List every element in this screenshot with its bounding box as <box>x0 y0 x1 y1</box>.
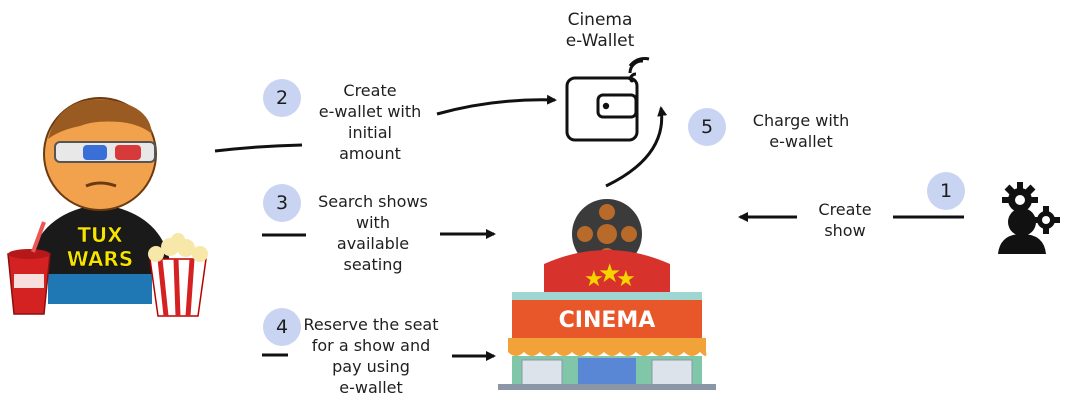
step-3-label: Search shows with available seating <box>318 192 428 274</box>
step-5-badge: 5 <box>688 108 726 146</box>
cinema-building-icon: ★ ★ ★ CINEMA <box>498 199 716 390</box>
step-3-badge: 3 <box>263 184 301 222</box>
svg-text:★: ★ <box>598 259 621 289</box>
step5-arrow <box>605 106 668 188</box>
shirt-text-line-1: TUX <box>77 223 123 247</box>
wallet-title: Cinema e-Wallet <box>565 10 635 51</box>
step-4-badge: 4 <box>263 308 301 346</box>
step-1-label: Create show <box>818 200 872 240</box>
shirt-text-line-2: WARS <box>67 247 133 271</box>
step-2-badge: 2 <box>263 79 301 117</box>
wallet-wifi-icon <box>565 57 650 142</box>
svg-text:★: ★ <box>616 267 636 292</box>
tux-wars-moviegoer-icon: TUX WARS <box>7 97 208 317</box>
step2-arrow <box>436 94 557 116</box>
step-5-label: Charge with e-wallet <box>752 111 850 151</box>
cinema-sign-text: CINEMA <box>559 308 656 333</box>
customer-to-wallet-line <box>214 143 303 153</box>
admin-gear-user-icon <box>998 182 1060 254</box>
step-2-label: Create e-wallet with initial amount <box>318 81 422 163</box>
step-1-badge: 1 <box>927 172 965 210</box>
svg-text:★: ★ <box>584 267 604 292</box>
step-4-label: Reserve the seat for a show and pay usin… <box>303 315 439 397</box>
